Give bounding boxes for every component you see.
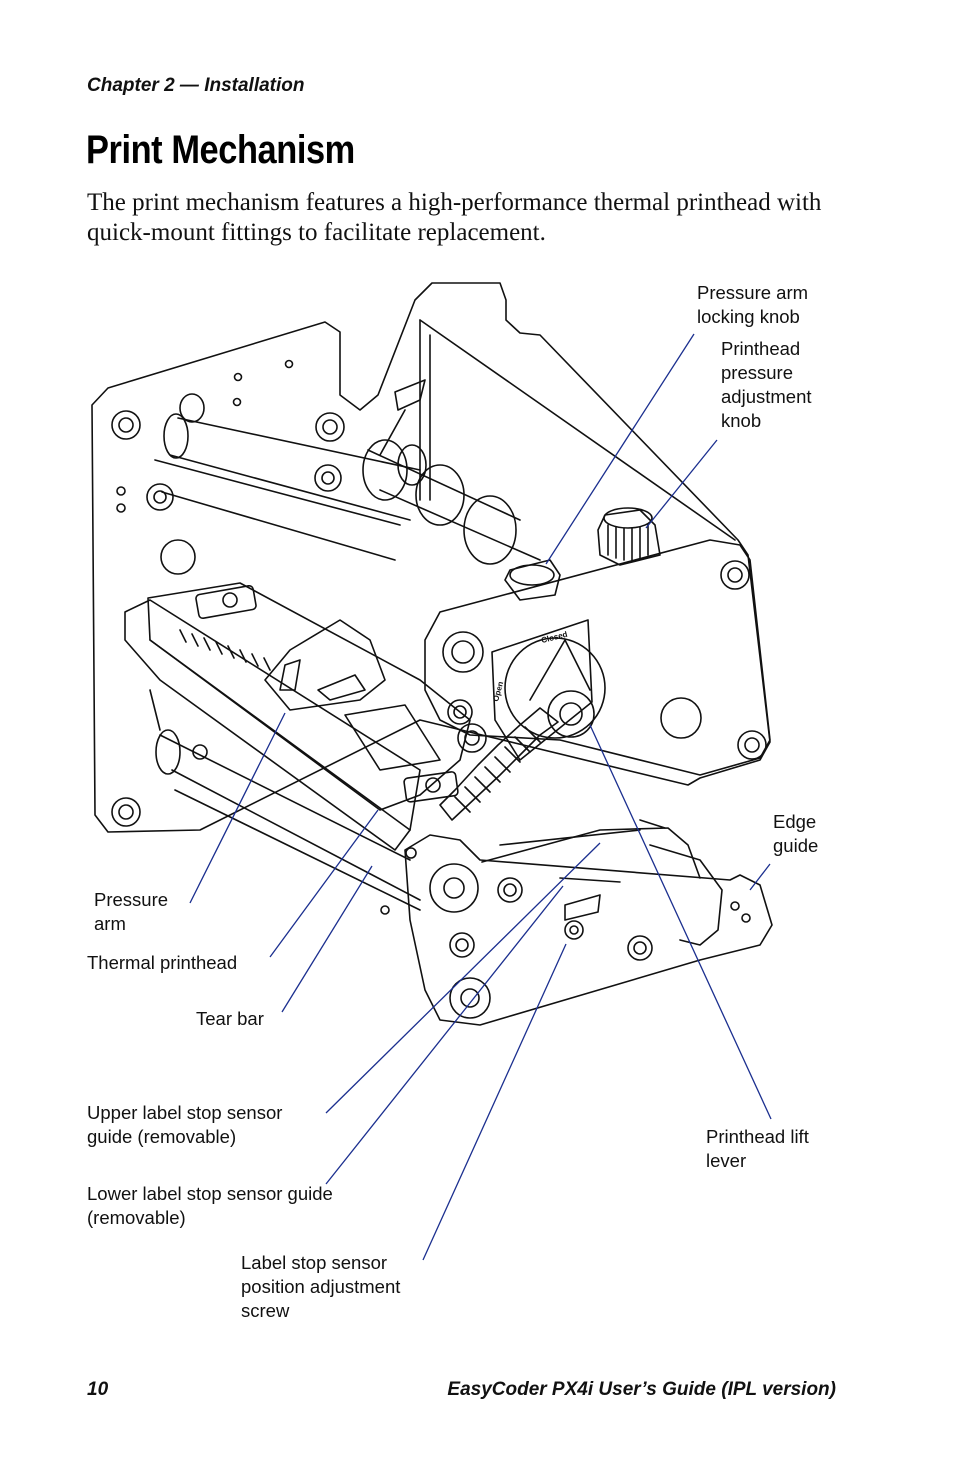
callout-label-stop-sensor-screw: Label stop sensor position adjustment sc… xyxy=(241,1251,400,1323)
callout-thermal-printhead: Thermal printhead xyxy=(87,951,237,975)
callout-line: screw xyxy=(241,1300,290,1321)
chapter-header: Chapter 2 — Installation xyxy=(87,75,305,96)
leader-pressure-arm xyxy=(189,712,286,904)
callout-pressure-arm: Pressure arm xyxy=(94,888,168,936)
callout-line: knob xyxy=(721,410,762,431)
leader-lower-label-stop-sensor-guide xyxy=(325,885,564,1185)
page-title: Print Mechanism xyxy=(86,128,355,172)
callout-line: Upper label stop sensor xyxy=(87,1102,283,1123)
callout-line: Thermal printhead xyxy=(87,952,238,973)
callout-line: Printhead lift xyxy=(706,1126,809,1147)
callout-lower-label-stop-sensor-guide: Lower label stop sensor guide (removable… xyxy=(87,1182,333,1230)
callout-line: guide xyxy=(773,835,819,856)
callout-printhead-lift-lever: Printhead lift lever xyxy=(706,1125,809,1173)
callout-upper-label-stop-sensor-guide: Upper label stop sensor guide (removable… xyxy=(87,1101,282,1149)
callout-printhead-pressure-adjustment-knob: Printhead pressure adjustment knob xyxy=(721,337,812,433)
leader-upper-label-stop-sensor-guide xyxy=(325,842,601,1114)
callout-line: Label stop sensor xyxy=(241,1252,388,1273)
callout-line: guide (removable) xyxy=(87,1126,237,1147)
callout-pressure-arm-locking-knob: Pressure arm locking knob xyxy=(697,281,808,329)
callout-line: Pressure xyxy=(94,889,169,910)
callout-line: arm xyxy=(94,913,126,934)
leader-thermal-printhead xyxy=(269,809,379,958)
intro-paragraph: The print mechanism features a high-perf… xyxy=(87,189,822,246)
callout-line: Printhead xyxy=(721,338,801,359)
lower-front-plate xyxy=(404,834,773,1026)
callout-line: locking knob xyxy=(697,306,800,327)
leader-tear-bar xyxy=(281,865,373,1013)
front-side-plate xyxy=(424,539,771,776)
callout-line: Tear bar xyxy=(196,1008,264,1029)
callout-line: (removable) xyxy=(87,1207,186,1228)
callout-line: lever xyxy=(706,1150,747,1171)
callout-line: Lower label stop sensor guide xyxy=(87,1183,333,1204)
page-number: 10 xyxy=(87,1379,109,1400)
callout-line: adjustment xyxy=(721,386,812,407)
leader-printhead-lift-lever xyxy=(589,724,772,1120)
book-title: EasyCoder PX4i User’s Guide (IPL version… xyxy=(447,1379,836,1400)
callout-line: Pressure arm xyxy=(697,282,809,303)
callout-line: Edge xyxy=(773,811,817,832)
callout-tear-bar: Tear bar xyxy=(196,1007,264,1031)
leader-pressure-arm-locking-knob xyxy=(545,333,695,565)
leader-label-stop-sensor-screw xyxy=(422,943,567,1261)
callout-line: pressure xyxy=(721,362,793,383)
rear-frame-plate xyxy=(91,282,771,833)
leader-edge-guide xyxy=(749,863,771,891)
callout-line: position adjustment xyxy=(241,1276,401,1297)
callout-edge-guide: Edge guide xyxy=(773,810,818,858)
leader-printhead-pressure-adjustment-knob xyxy=(645,439,718,529)
